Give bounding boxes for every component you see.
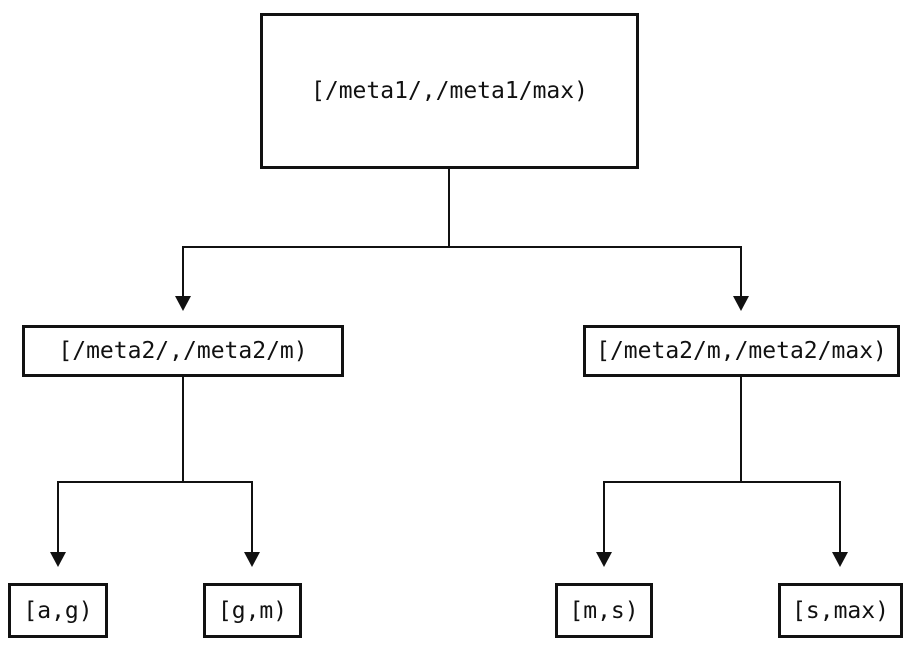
edge-drop-meta2-left bbox=[182, 246, 184, 296]
arrowhead-leaf-ag bbox=[50, 552, 66, 567]
edge-meta2-right-stem bbox=[740, 377, 742, 482]
node-root-label: [/meta1/,/meta1/max) bbox=[311, 78, 588, 104]
node-root: [/meta1/,/meta1/max) bbox=[260, 13, 639, 169]
node-meta2-right: [/meta2/m,/meta2/max) bbox=[583, 325, 900, 377]
edge-root-stem bbox=[448, 169, 450, 247]
node-leaf-smax-label: [s,max) bbox=[792, 597, 889, 624]
arrowhead-meta2-right bbox=[733, 296, 749, 311]
edge-drop-leaf-smax bbox=[839, 481, 841, 552]
edge-left-crossbar bbox=[57, 481, 253, 483]
edge-drop-leaf-gm bbox=[251, 481, 253, 552]
node-leaf-ag-label: [a,g) bbox=[23, 597, 93, 624]
node-meta2-right-label: [/meta2/m,/meta2/max) bbox=[596, 338, 887, 364]
node-leaf-ms: [m,s) bbox=[555, 583, 653, 638]
node-leaf-ag: [a,g) bbox=[8, 583, 108, 638]
arrowhead-leaf-smax bbox=[832, 552, 848, 567]
edge-level1-crossbar bbox=[182, 246, 742, 248]
node-meta2-left-label: [/meta2/,/meta2/m) bbox=[58, 338, 308, 364]
node-leaf-smax: [s,max) bbox=[778, 583, 903, 638]
arrowhead-meta2-left bbox=[175, 296, 191, 311]
arrowhead-leaf-ms bbox=[596, 552, 612, 567]
arrowhead-leaf-gm bbox=[244, 552, 260, 567]
node-leaf-gm: [g,m) bbox=[203, 583, 302, 638]
node-leaf-gm-label: [g,m) bbox=[217, 597, 288, 624]
node-meta2-left: [/meta2/,/meta2/m) bbox=[22, 325, 344, 377]
edge-meta2-left-stem bbox=[182, 377, 184, 482]
edge-drop-leaf-ms bbox=[603, 481, 605, 552]
edge-drop-meta2-right bbox=[740, 246, 742, 296]
node-leaf-ms-label: [m,s) bbox=[569, 597, 639, 624]
edge-right-crossbar bbox=[603, 481, 841, 483]
edge-drop-leaf-ag bbox=[57, 481, 59, 552]
